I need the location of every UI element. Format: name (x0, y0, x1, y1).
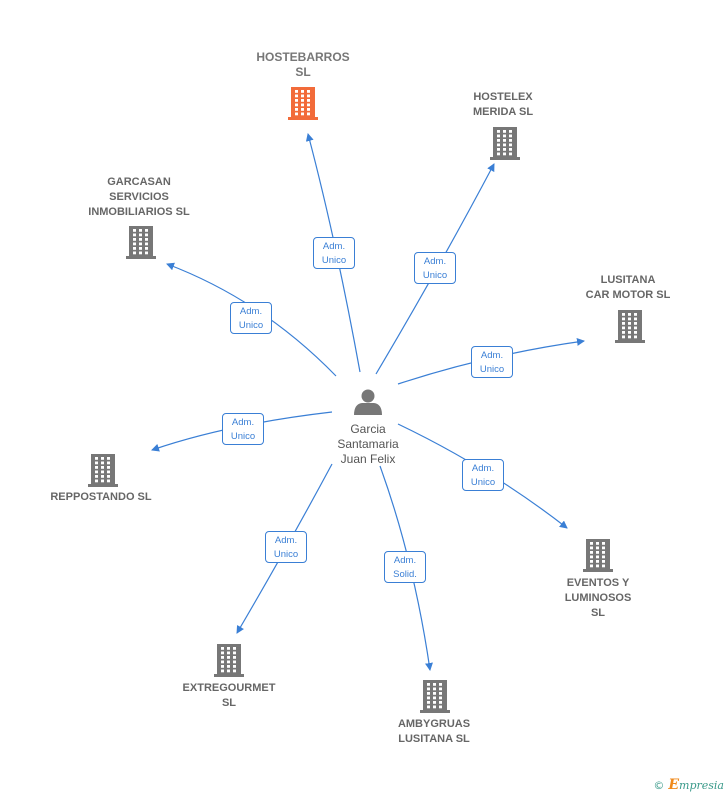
building-icon-ambygruas[interactable] (420, 680, 450, 713)
building-icon-garcasan[interactable] (126, 226, 156, 259)
edge-label-hostelex[interactable]: Adm. Unico (414, 252, 456, 284)
edge-label-hostebarros[interactable]: Adm. Unico (313, 237, 355, 269)
brand-name: mpresia (679, 779, 724, 792)
company-label-reppostando[interactable]: REPPOSTANDO SL (50, 491, 152, 503)
company-label-ambygruas[interactable]: AMBYGRUAS LUSITANA SL (397, 718, 471, 745)
footer-brand: ©Empresia (653, 777, 724, 793)
person-icon[interactable] (354, 389, 382, 416)
building-icon-eventos[interactable] (583, 539, 613, 572)
brand-initial: E (668, 777, 680, 793)
company-label-garcasan[interactable]: GARCASAN SERVICIOS INMOBILIARIOS SL (88, 176, 190, 218)
building-icon-hostelex[interactable] (490, 127, 520, 160)
building-icon-reppostando[interactable] (88, 454, 118, 487)
building-icon-extregourmet[interactable] (214, 644, 244, 677)
company-label-hostelex[interactable]: HOSTELEX MERIDA SL (472, 91, 534, 118)
edge-label-reppostando[interactable]: Adm. Unico (222, 413, 264, 445)
company-label-lusitana-car[interactable]: LUSITANA CAR MOTOR SL (585, 274, 671, 301)
edge-label-eventos[interactable]: Adm. Unico (462, 459, 504, 491)
person-name-label[interactable]: Garcia Santamaria Juan Felix (337, 422, 399, 466)
edge-label-extregourmet[interactable]: Adm. Unico (265, 531, 307, 563)
copyright-icon: © (653, 779, 665, 792)
edge-label-garcasan[interactable]: Adm. Unico (230, 302, 272, 334)
edge-label-ambygruas[interactable]: Adm. Solid. (384, 551, 426, 583)
building-icon-lusitana-car[interactable] (615, 310, 645, 343)
company-label-extregourmet[interactable]: EXTREGOURMET SL (182, 682, 276, 709)
company-label-hostebarros[interactable]: HOSTEBARROS SL (256, 50, 350, 79)
company-label-eventos[interactable]: EVENTOS Y LUMINOSOS SL (564, 577, 632, 619)
edge-label-lusitana-car[interactable]: Adm. Unico (471, 346, 513, 378)
building-icon-hostebarros[interactable] (288, 87, 318, 120)
